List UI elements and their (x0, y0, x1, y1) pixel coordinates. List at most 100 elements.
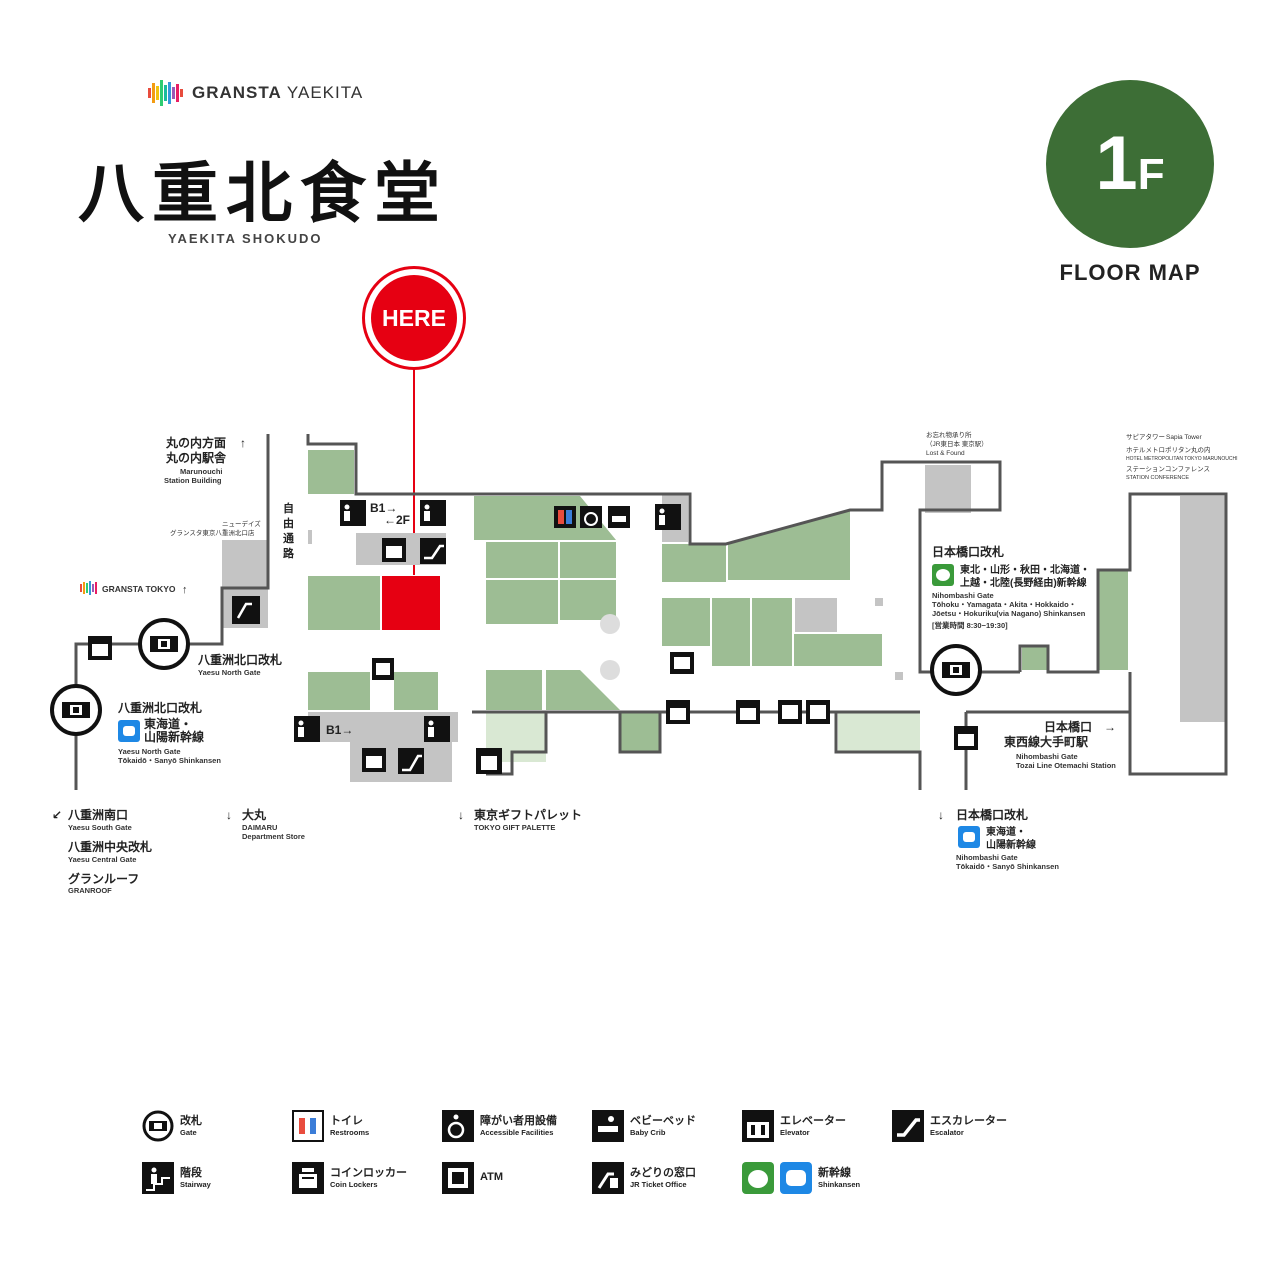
yaesu-north-gate-label: 八重洲北口改札 (197, 652, 282, 667)
service-area (795, 598, 837, 632)
escalator-icon (892, 1110, 924, 1142)
sapia-label: サピアタワー (1126, 432, 1165, 441)
legend-label: エスカレーター (930, 1114, 1007, 1127)
daimaru-en-2: Department Store (242, 832, 305, 841)
stairs-icon (142, 1162, 174, 1194)
gransta-tokyo-logo: GRANSTA TOKYO ↑ (80, 581, 188, 596)
jiyu-tsuro-1: 自 (283, 501, 294, 515)
marunouchi-en-2: Station Building (164, 476, 222, 485)
legend-label: トイレ (330, 1114, 363, 1127)
brand-sub: YAEKITA (286, 83, 364, 102)
shop (752, 598, 792, 666)
daimaru-label: 大丸 (242, 807, 267, 822)
shop (308, 672, 370, 710)
legend-label: エレベーター (780, 1114, 846, 1127)
nihombashi-gate-label: 日本橋口改札 (932, 544, 1004, 559)
tokaido-label-1: 東海道・ (144, 716, 192, 731)
yaesu-north-gate-en: Yaesu North Gate (198, 668, 261, 677)
floor-map-label: FLOOR MAP (1059, 260, 1201, 285)
shop-areas-light (486, 712, 920, 762)
service-area (1180, 496, 1226, 722)
conference-label: ステーションコンファレンス (1126, 465, 1210, 473)
granroof-label: グランルーフ (68, 871, 139, 886)
gift-palette-label: 東京ギフトパレット (474, 807, 582, 822)
stairs-icon (424, 716, 450, 742)
shop (794, 634, 882, 666)
shop (486, 542, 558, 578)
service-area (222, 540, 268, 588)
gate-icon-yaesu-north-1 (138, 618, 190, 670)
legend-label: みどりの窓口 (630, 1166, 696, 1179)
shop (560, 542, 616, 578)
gransta-logo-icon (148, 80, 183, 106)
atm-icon (442, 1162, 474, 1194)
shop (662, 544, 726, 582)
legend-label-en: Gate (180, 1128, 197, 1138)
nihombashi-exit-en-2: Tozai Line Otemachi Station (1016, 761, 1116, 770)
walls (74, 434, 1228, 790)
lost-found-label-2: （JR東日本 東京駅） (926, 439, 988, 448)
page-subtitle: YAEKITA SHOKUDO (168, 231, 323, 246)
service-area (895, 672, 903, 680)
legend-label-en: Stairway (180, 1180, 211, 1190)
column (600, 660, 620, 680)
hours-label: [営業時間 8:30−19:30] (932, 620, 1008, 630)
legend-label: 改札 (180, 1114, 202, 1127)
svg-text:↓: ↓ (458, 808, 464, 822)
here-label: HERE (371, 275, 457, 361)
nihombashi-tokaido-2: 山陽新幹線 (986, 838, 1036, 851)
escalator-icon (420, 538, 446, 564)
shop (308, 576, 380, 630)
gransta-yaekita-logo: GRANSTA YAEKITA (148, 80, 363, 106)
stairs-icon (420, 500, 446, 526)
nihombashi-lines-en-1: Tōhoku・Yamagata・Akita・Hokkaido・ (932, 600, 1076, 609)
yaesu-south-en: Yaesu South Gate (68, 823, 132, 832)
shop (546, 670, 620, 710)
locker-icon (292, 1162, 324, 1194)
page-title: 八重北食堂 (78, 154, 448, 232)
nihombashi-exit-en-1: Nihombashi Gate (1016, 752, 1078, 761)
wheelchair-icon (442, 1110, 474, 1142)
stairs-icon (294, 716, 320, 742)
shop (712, 598, 750, 666)
b1-up-label: B1→ (370, 501, 397, 515)
nihombashi-tokaido-en: Tōkaidō・Sanyō Shinkansen (956, 862, 1059, 871)
nihombashi-gate-en: Nihombashi Gate (932, 591, 994, 600)
ticket-office-icon (592, 1162, 624, 1194)
jiyu-tsuro-4: 路 (283, 546, 295, 560)
legend-label-en: Elevator (780, 1128, 810, 1138)
tokaido-label-2: 山陽新幹線 (144, 729, 204, 744)
stairs-icon (655, 504, 681, 530)
service-area (308, 530, 312, 544)
shinkansen-icon (742, 1162, 812, 1194)
legend-label: ATM (480, 1171, 504, 1184)
shop (1098, 570, 1128, 670)
nihombashi-gate-2-label: 日本橋口改札 (956, 807, 1028, 822)
legend-label: コインロッカー (330, 1166, 407, 1179)
newdays-label: ニューデイズ (222, 519, 261, 528)
conference-en: STATION CONFERENCE (1126, 475, 1189, 481)
svg-text:↙: ↙ (52, 808, 62, 822)
legend-label: 新幹線 (818, 1166, 851, 1179)
legend-label-en: Coin Lockers (330, 1180, 378, 1190)
to-2f-label: ←2F (384, 513, 410, 527)
shop (394, 672, 438, 710)
gate-icon (142, 1110, 174, 1142)
nihombashi-exit-label-2: 東西線大手町駅 (1004, 734, 1089, 749)
gate-icon-nihombashi (930, 644, 982, 696)
shop-light (838, 712, 920, 752)
nihombashi-lines-1: 東北・山形・秋田・北海道・ (960, 563, 1090, 576)
newdays-label-2: グランスタ東京八重洲北口店 (170, 528, 255, 537)
shop-areas (308, 450, 1128, 752)
ticket-office-icon (232, 596, 260, 624)
baby-crib-icon (592, 1110, 624, 1142)
shop (1022, 646, 1048, 670)
